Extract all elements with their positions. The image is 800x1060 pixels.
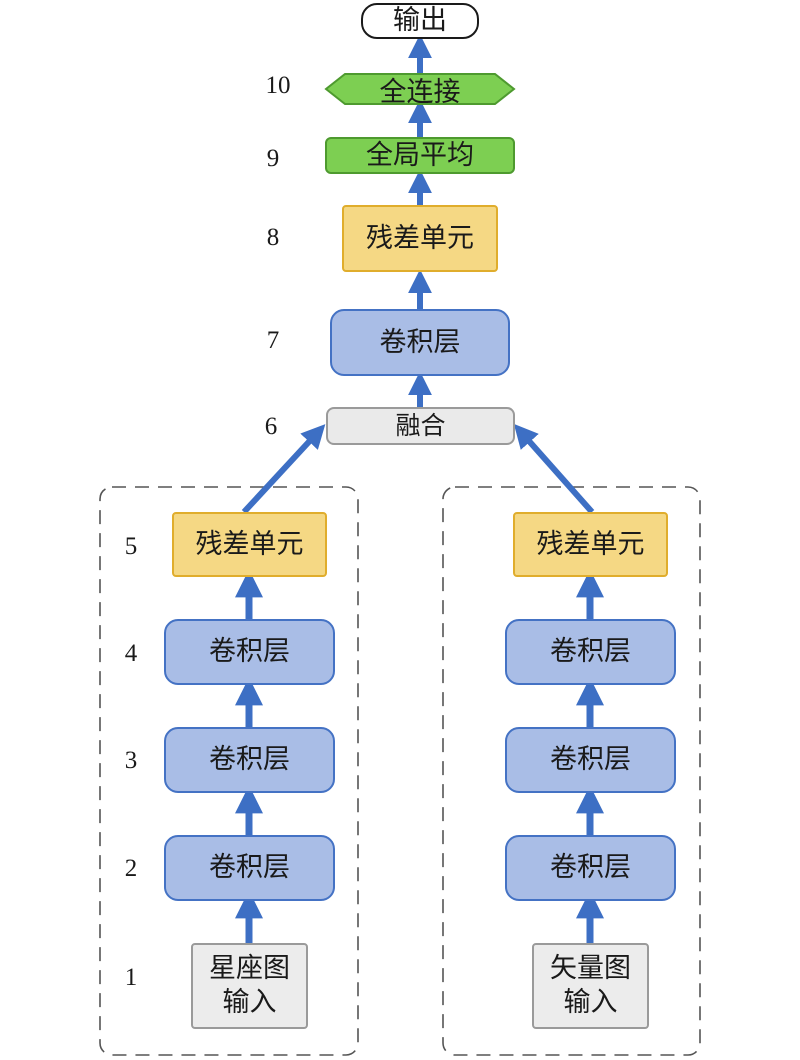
layer-number-1: 1 [124,964,138,991]
vector-input-line1: 矢量图 [550,953,631,985]
constellation-input-line1: 星座图 [209,953,290,985]
vector-input-label: 矢量图 输入 [550,952,631,1020]
layer-number-5: 5 [124,533,138,560]
right-conv-layer-4: 卷积层 [505,619,676,685]
arrow-right-residual-fusion [513,423,595,514]
fully-connected-label: 全连接 [379,77,461,108]
layer-number-3: 3 [124,747,138,774]
trunk-residual-unit: 残差单元 [342,205,498,272]
layer-number-2: 2 [124,855,138,882]
vector-input-node: 矢量图 输入 [532,943,649,1029]
constellation-input-line2: 输入 [222,987,277,1018]
layer-number-4: 4 [124,640,138,667]
left-conv-layer-2: 卷积层 [164,835,335,901]
layer-number-9: 9 [266,145,280,172]
right-conv-layer-3: 卷积层 [505,727,676,793]
left-branch-group [99,486,359,1056]
left-residual-unit: 残差单元 [172,512,327,577]
global-average-pooling: 全局平均 [325,137,515,174]
left-conv-layer-4: 卷积层 [164,619,335,685]
fusion-node: 融合 [326,407,515,445]
layer-number-7: 7 [266,327,280,354]
layer-number-6: 6 [264,413,278,440]
output-node: 输出 [361,3,479,39]
vector-input-line2: 输入 [563,987,618,1018]
trunk-conv-layer: 卷积层 [330,309,510,376]
arrow-left-residual-fusion [241,424,326,515]
right-conv-layer-2: 卷积层 [505,835,676,901]
right-residual-unit: 残差单元 [513,512,668,577]
layer-number-8: 8 [266,224,280,251]
left-conv-layer-3: 卷积层 [164,727,335,793]
constellation-input-label: 星座图 输入 [209,952,290,1020]
fully-connected-shape [324,73,516,105]
constellation-input-node: 星座图 输入 [191,943,308,1029]
layer-number-10: 10 [265,72,291,99]
